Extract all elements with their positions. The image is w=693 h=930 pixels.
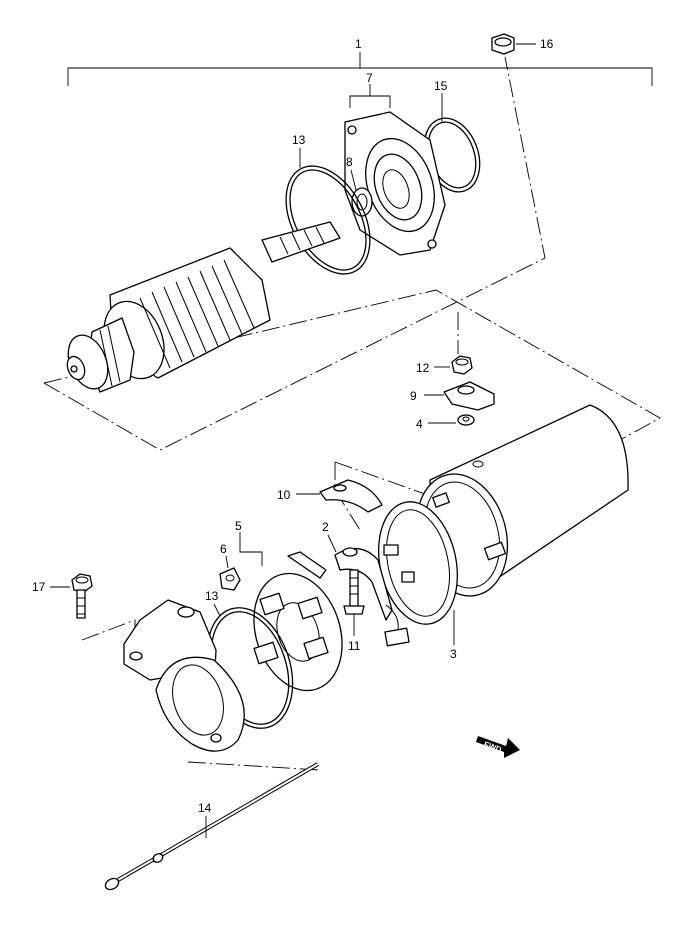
callout-numbers: 1 16 7 15 13 8 12 9 4 10 5 2 6 17 13 11 … [32,37,554,815]
callout-4: 4 [416,417,423,431]
brush-holder-2 [327,534,410,647]
brush-10 [296,479,383,513]
callout-13-upper: 13 [292,133,306,147]
callout-2: 2 [322,520,329,534]
callout-5: 5 [235,519,242,533]
fwd-label: FWD [483,740,503,755]
assembly-bracket [67,52,653,86]
armature [66,221,341,393]
callout-7: 7 [366,71,373,85]
callout-17: 17 [32,580,46,594]
callout-13-lower: 13 [205,589,219,603]
nut-12 [434,355,473,375]
bolt-16 [491,33,536,55]
callout-15: 15 [434,79,448,93]
brush-holder-plate-5 [239,532,343,692]
callout-16: 16 [540,37,554,51]
callout-8: 8 [346,155,353,169]
clip-6 [219,555,241,591]
callout-1: 1 [355,37,362,51]
washer-4 [428,414,475,426]
brush-ring-3 [378,501,458,645]
bolt-11 [343,569,365,636]
callout-11: 11 [348,639,361,653]
callout-10: 10 [277,488,291,502]
callout-3: 3 [450,647,457,661]
callout-9: 9 [410,389,417,403]
commutator-end-cover [123,599,245,752]
bushing-8 [350,169,373,217]
callout-12: 12 [416,361,430,375]
callout-14: 14 [198,801,212,815]
bolt-17 [50,573,93,619]
terminal-plate-9 [424,381,495,411]
fwd-direction-arrow: FWD [476,736,520,758]
drive-end-housing-7 [344,84,446,256]
callout-6: 6 [220,542,227,556]
through-bolt-14 [104,762,320,891]
